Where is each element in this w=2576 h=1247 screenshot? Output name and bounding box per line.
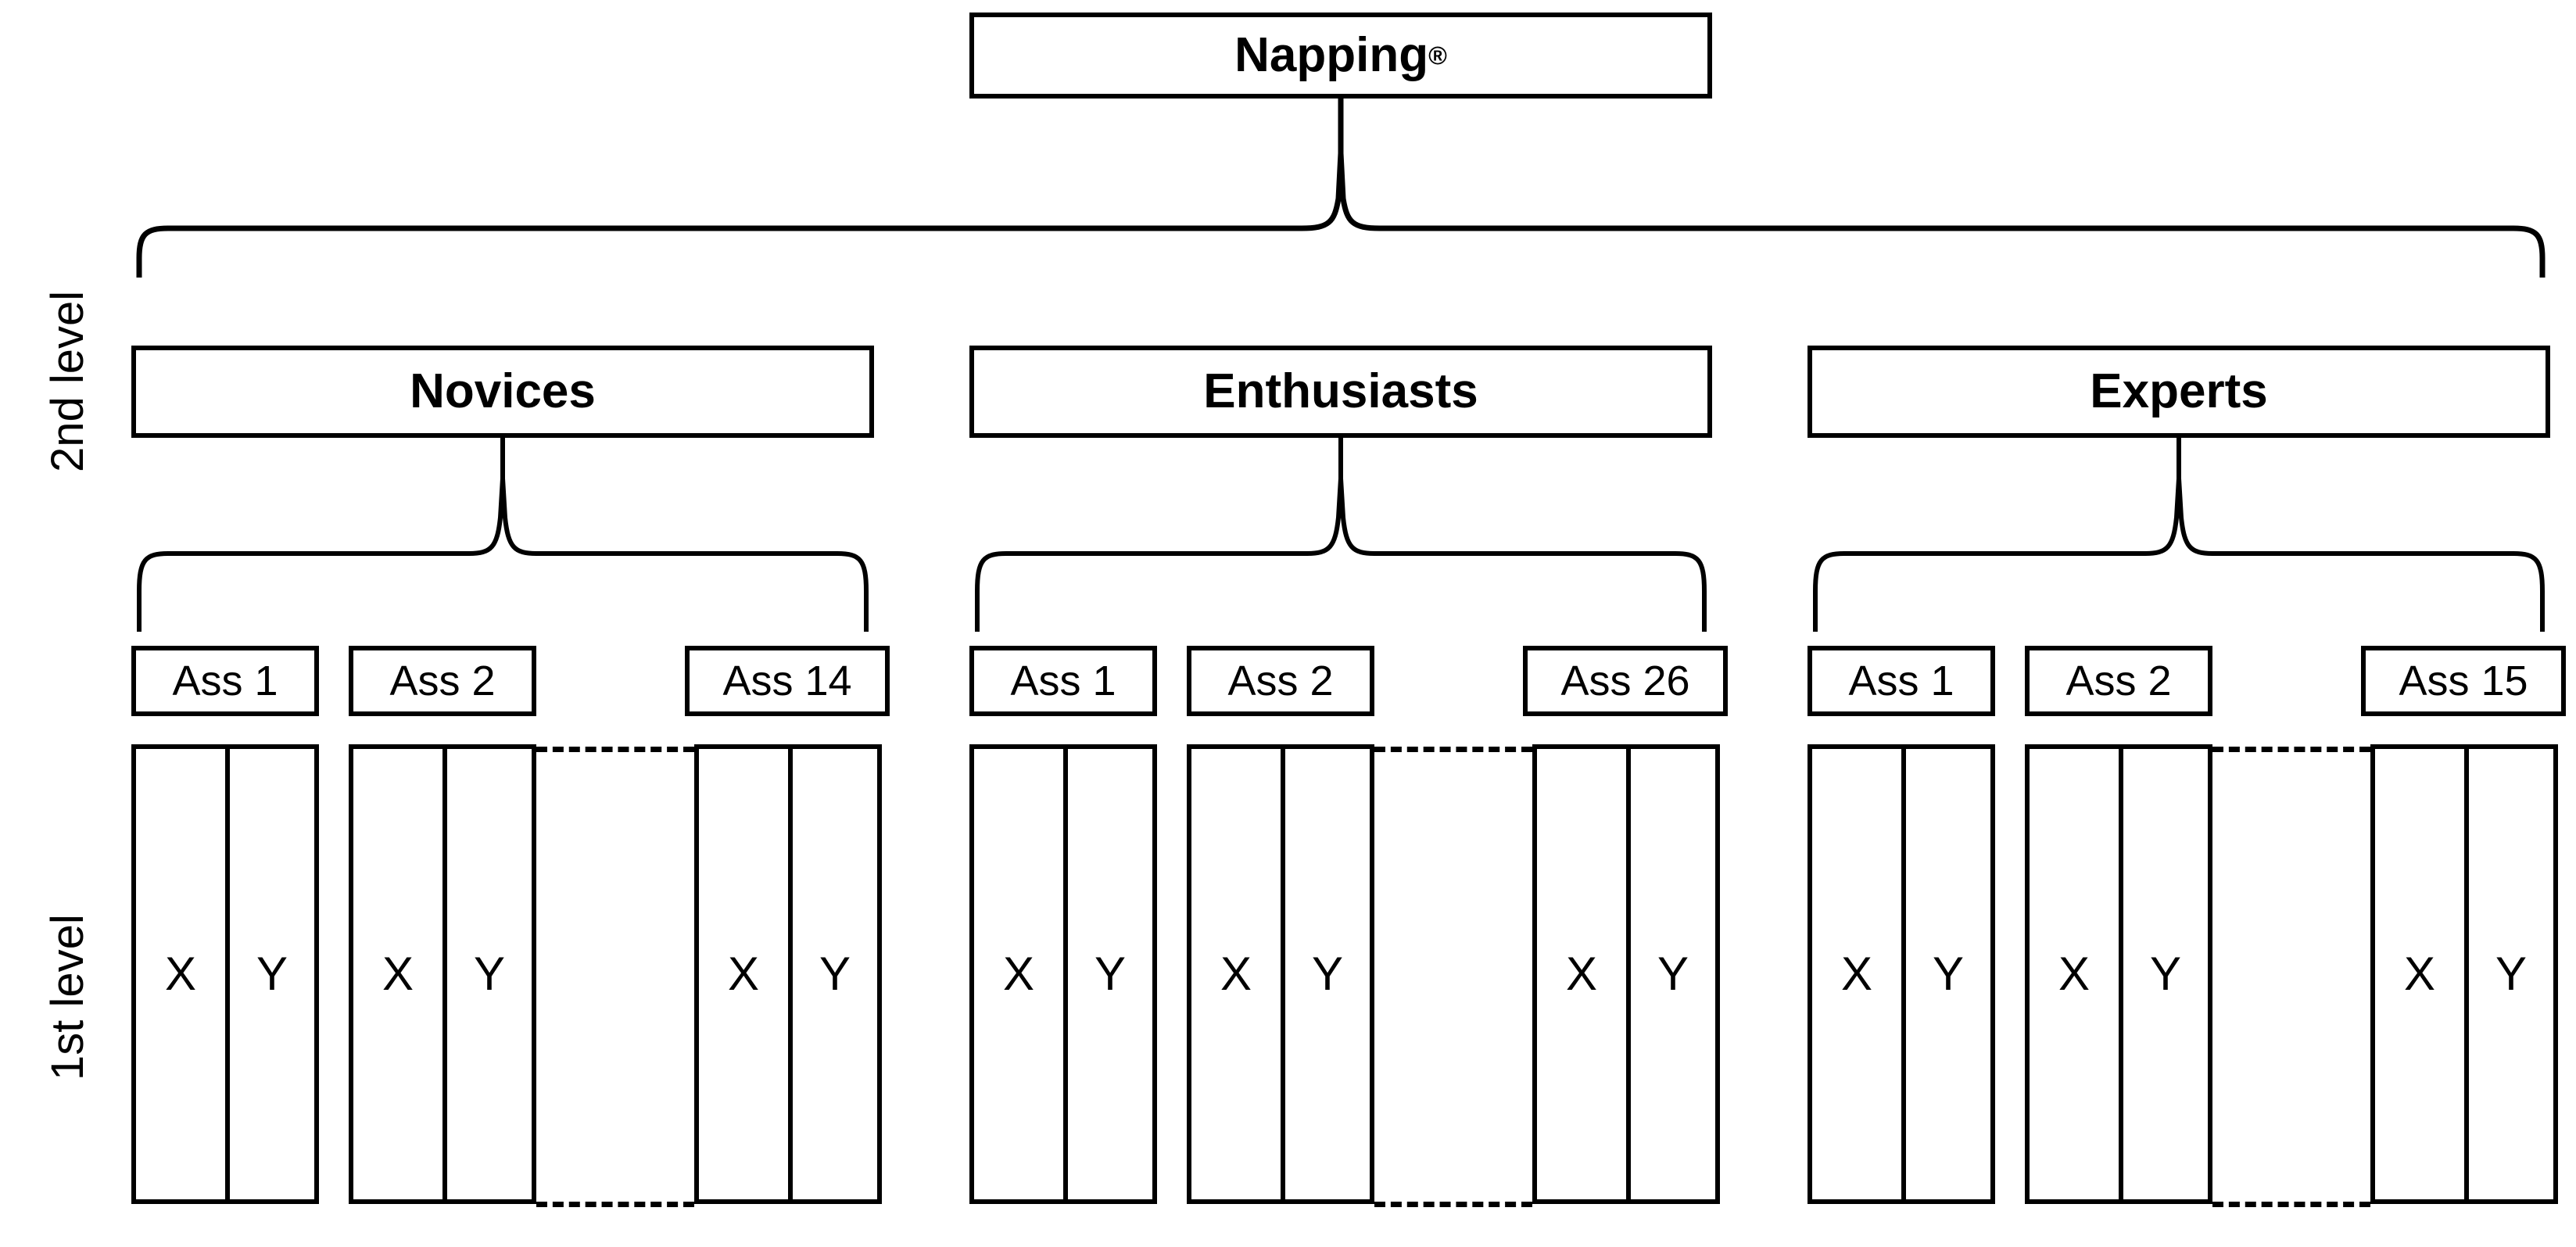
data-block-novices-2: X Y bbox=[349, 744, 536, 1204]
group-box-experts: Experts bbox=[1807, 346, 2550, 438]
data-block-enthusiasts-1: X Y bbox=[969, 744, 1157, 1204]
group-box-novices: Novices bbox=[131, 346, 874, 438]
assessor-label-text: Ass 1 bbox=[1010, 658, 1116, 704]
brace-root-to-groups bbox=[136, 99, 2546, 278]
ellipsis-dashed-bottom-experts bbox=[2212, 1202, 2370, 1207]
ellipsis-dashed-top-experts bbox=[2212, 747, 2370, 752]
brace-enthusiasts-to-assessors bbox=[975, 438, 1707, 632]
data-cell-x: X bbox=[1220, 948, 1252, 1000]
assessor-label-text: Ass 26 bbox=[1560, 658, 1690, 704]
assessor-label-experts-2: Ass 2 bbox=[2025, 646, 2212, 716]
assessor-label-text: Ass 1 bbox=[172, 658, 278, 704]
assessor-label-enthusiasts-26: Ass 26 bbox=[1523, 646, 1728, 716]
ellipsis-dashed-top-novices bbox=[536, 747, 694, 752]
group-label-experts: Experts bbox=[2090, 364, 2268, 418]
group-label-enthusiasts: Enthusiasts bbox=[1203, 364, 1478, 418]
data-cell-y: Y bbox=[1901, 749, 1990, 1199]
data-cell-x: X bbox=[1002, 948, 1035, 1000]
data-cell-x: X bbox=[382, 948, 414, 1000]
ellipsis-dashed-top-enthusiasts bbox=[1374, 747, 1532, 752]
data-block-experts-15: X Y bbox=[2370, 744, 2558, 1204]
assessor-label-text: Ass 1 bbox=[1848, 658, 1954, 704]
root-node-napping: Napping® bbox=[969, 13, 1712, 99]
assessor-label-text: Ass 2 bbox=[2065, 658, 2172, 704]
data-cell-y: Y bbox=[2119, 749, 2208, 1199]
data-cell-y: Y bbox=[2464, 749, 2553, 1199]
data-cell-y: Y bbox=[1626, 749, 1715, 1199]
assessor-label-novices-2: Ass 2 bbox=[349, 646, 536, 716]
assessor-label-text: Ass 2 bbox=[1227, 658, 1334, 704]
group-box-enthusiasts: Enthusiasts bbox=[969, 346, 1712, 438]
ellipsis-dashed-bottom-enthusiasts bbox=[1374, 1202, 1532, 1207]
assessor-label-experts-15: Ass 15 bbox=[2361, 646, 2566, 716]
data-cell-y: Y bbox=[1281, 749, 1370, 1199]
ellipsis-dashed-bottom-novices bbox=[536, 1202, 694, 1207]
data-cell-x: X bbox=[2058, 948, 2091, 1000]
data-block-novices-1: X Y bbox=[131, 744, 319, 1204]
assessor-label-novices-14: Ass 14 bbox=[685, 646, 890, 716]
assessor-label-text: Ass 14 bbox=[722, 658, 852, 704]
level-label-first: 1st level bbox=[42, 914, 93, 1080]
assessor-label-text: Ass 2 bbox=[389, 658, 496, 704]
data-block-enthusiasts-2: X Y bbox=[1187, 744, 1374, 1204]
data-cell-y: Y bbox=[225, 749, 314, 1199]
data-block-novices-14: X Y bbox=[694, 744, 882, 1204]
data-cell-y: Y bbox=[1063, 749, 1152, 1199]
brace-novices-to-assessors bbox=[137, 438, 869, 632]
root-node-label: Napping bbox=[1234, 28, 1429, 82]
assessor-label-experts-1: Ass 1 bbox=[1807, 646, 1995, 716]
data-cell-y: Y bbox=[788, 749, 877, 1199]
data-cell-y: Y bbox=[442, 749, 532, 1199]
data-cell-x: X bbox=[164, 948, 197, 1000]
assessor-label-enthusiasts-2: Ass 2 bbox=[1187, 646, 1374, 716]
assessor-label-novices-1: Ass 1 bbox=[131, 646, 319, 716]
data-block-enthusiasts-26: X Y bbox=[1532, 744, 1720, 1204]
group-label-novices: Novices bbox=[410, 364, 596, 418]
data-block-experts-1: X Y bbox=[1807, 744, 1995, 1204]
data-cell-x: X bbox=[2403, 948, 2436, 1000]
data-cell-x: X bbox=[727, 948, 760, 1000]
assessor-label-text: Ass 15 bbox=[2399, 658, 2528, 704]
data-block-experts-2: X Y bbox=[2025, 744, 2212, 1204]
data-cell-x: X bbox=[1565, 948, 1598, 1000]
data-cell-x: X bbox=[1840, 948, 1873, 1000]
assessor-label-enthusiasts-1: Ass 1 bbox=[969, 646, 1157, 716]
brace-experts-to-assessors bbox=[1813, 438, 2545, 632]
